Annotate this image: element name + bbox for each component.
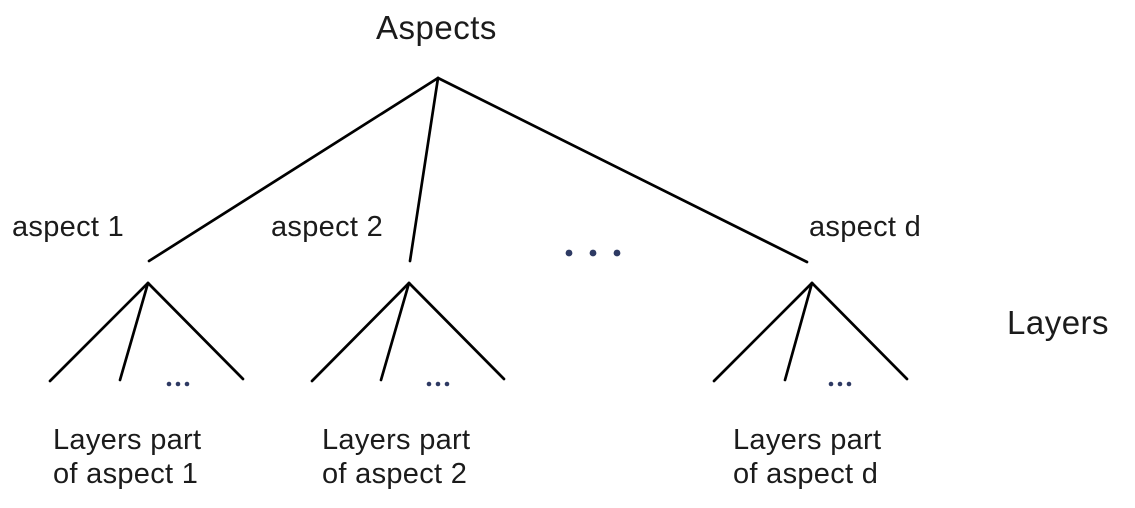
layers-side-title: Layers: [1007, 304, 1110, 341]
ellipsis-dot: [846, 381, 852, 387]
edge-aspect1-layer-right: [146, 281, 245, 381]
edge-root-to-aspect-2: [408, 76, 440, 263]
edge-root-to-aspect-d: [436, 76, 809, 264]
ellipsis-dot: [166, 381, 172, 387]
edge-aspect2-layer-left: [310, 281, 411, 383]
edge-aspectd-layer-left: [712, 281, 814, 383]
ellipsis-dot: [175, 381, 181, 387]
ellipsis-dot: [435, 381, 441, 387]
ellipsis-dot: [828, 381, 834, 387]
ellipsis-dot: [589, 249, 597, 257]
aspect-d-label: aspect d: [809, 211, 922, 243]
ellipsis-dot: [444, 381, 450, 387]
edge-aspectd-layer-right: [810, 281, 909, 381]
edge-aspect1-layer-left: [48, 281, 150, 383]
edge-root-to-aspect-1: [147, 76, 440, 263]
subtree-aspect-1: [48, 281, 245, 387]
aspect-1-label: aspect 1: [12, 211, 125, 243]
subtree-aspect-2: [310, 281, 506, 387]
root-branches: [147, 76, 809, 264]
ellipsis-dot: [426, 381, 432, 387]
edge-aspectd-layer-middle: [783, 281, 814, 382]
top-ellipsis-dots: [565, 249, 621, 257]
ellipsis-dot: [613, 249, 621, 257]
root-node-title: Aspects: [376, 9, 497, 46]
edge-aspect2-layer-middle: [379, 281, 411, 382]
layers-of-aspect-1-label: Layers part of aspect 1: [53, 424, 202, 490]
ellipsis-dot: [184, 381, 190, 387]
layers-of-aspect-2-label: Layers part of aspect 2: [322, 424, 471, 490]
edge-aspect1-layer-middle: [118, 281, 150, 382]
ellipsis-dot: [837, 381, 843, 387]
aspect-2-label: aspect 2: [271, 211, 384, 243]
subtree-aspect-d: [712, 281, 909, 387]
ellipsis-dot: [565, 249, 573, 257]
layers-of-aspect-d-label: Layers part of aspect d: [733, 424, 882, 490]
edge-aspect2-layer-right: [407, 281, 506, 381]
